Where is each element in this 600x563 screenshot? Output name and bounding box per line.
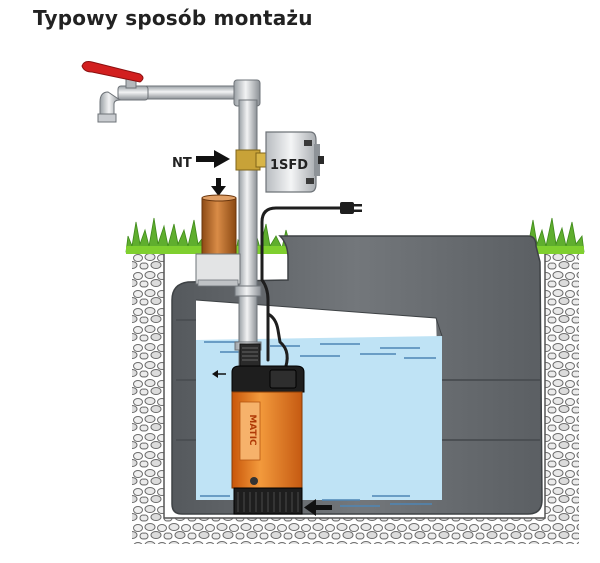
grass-right xyxy=(521,217,585,253)
faucet-icon xyxy=(81,61,149,123)
nt-label: NT xyxy=(172,156,192,171)
page-title: Typowy sposób montażu xyxy=(33,6,313,30)
power-cable xyxy=(260,206,342,374)
grass-left xyxy=(125,217,207,253)
arrow-left-icon xyxy=(304,499,332,516)
gravel-left-wall xyxy=(132,252,164,540)
plug-icon xyxy=(340,202,362,214)
arrow-left-small-icon xyxy=(212,370,226,378)
arrow-right-icon xyxy=(196,150,230,168)
gravel-right-wall xyxy=(545,252,579,540)
pressure-switch-label: 1SFD xyxy=(270,158,308,173)
vertical-pipe xyxy=(238,99,258,369)
arrow-down-icon xyxy=(211,178,226,196)
gravel-bottom xyxy=(132,518,579,544)
copper-fitting xyxy=(201,194,237,257)
valve-handle xyxy=(81,61,144,83)
well-cover xyxy=(195,253,241,287)
pump-brand-label: MATIC xyxy=(247,414,257,446)
pressure-switch: 1SFD xyxy=(265,131,324,193)
submersible-pump: MATIC xyxy=(231,343,305,515)
gravel-pit xyxy=(132,252,579,544)
grass xyxy=(125,217,585,254)
nt-fitting xyxy=(235,149,267,171)
water-bottom-lines xyxy=(200,495,432,509)
